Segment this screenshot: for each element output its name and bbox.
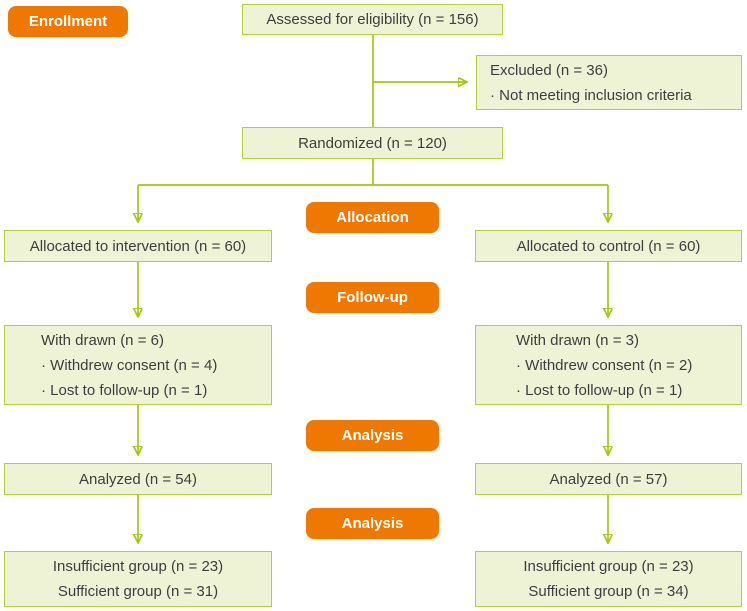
box-text-line: · Lost to follow-up (n = 1) — [516, 381, 683, 399]
stage-badge-label: Analysis — [341, 427, 404, 444]
box-text-line: Insufficient group (n = 23) — [52, 558, 224, 575]
stage-badge-label: Enrollment — [28, 13, 108, 30]
stage-badge-label: Follow-up — [337, 289, 408, 306]
stage-badge-label: Analysis — [341, 515, 404, 532]
connector-randomized-split — [138, 159, 608, 186]
box-assessed-for-eligibility: Assessed for eligibility (n = 156) — [242, 4, 503, 35]
stage-badge-followup: Follow-up — [306, 282, 439, 313]
box-text-line: Allocated to intervention (n = 60) — [29, 237, 247, 255]
box-allocated-intervention: Allocated to intervention (n = 60) — [4, 230, 272, 262]
stage-badge-analysis-1: Analysis — [306, 420, 439, 451]
box-text-line: Analyzed (n = 57) — [549, 470, 668, 488]
box-text-line: Sufficient group (n = 31) — [57, 583, 219, 600]
stage-badge-analysis-2: Analysis — [306, 508, 439, 539]
box-groups-control: Insufficient group (n = 23) Sufficient g… — [475, 551, 742, 607]
box-allocated-control: Allocated to control (n = 60) — [475, 230, 742, 262]
box-text-line: · Lost to follow-up (n = 1) — [41, 381, 208, 399]
box-text-line: Allocated to control (n = 60) — [516, 237, 701, 255]
stage-badge-enrollment: Enrollment — [8, 6, 128, 37]
stage-badge-label: Allocation — [336, 209, 409, 226]
box-text-line: Analyzed (n = 54) — [79, 470, 197, 488]
box-text-line: Sufficient group (n = 34) — [528, 583, 689, 600]
stage-badge-allocation: Allocation — [306, 202, 439, 233]
box-randomized: Randomized (n = 120) — [242, 127, 503, 159]
box-text-line: · Withdrew consent (n = 4) — [41, 356, 218, 374]
box-analyzed-intervention: Analyzed (n = 54) — [4, 463, 272, 495]
box-groups-intervention: Insufficient group (n = 23) Sufficient g… — [4, 551, 272, 607]
box-analyzed-control: Analyzed (n = 57) — [475, 463, 742, 495]
box-excluded: Excluded (n = 36) · Not meeting inclusio… — [476, 55, 742, 110]
box-text-line: Excluded (n = 36) — [490, 61, 608, 79]
box-text-line: · Withdrew consent (n = 2) — [516, 356, 693, 374]
box-text-line: Assessed for eligibility (n = 156) — [266, 11, 479, 28]
box-text-line: With drawn (n = 3) — [516, 331, 639, 349]
box-text-line: With drawn (n = 6) — [41, 331, 164, 349]
box-text-line: Insufficient group (n = 23) — [523, 558, 694, 575]
box-withdrawn-intervention: With drawn (n = 6) · Withdrew consent (n… — [4, 325, 272, 405]
box-text-line: · Not meeting inclusion criteria — [490, 86, 692, 104]
box-withdrawn-control: With drawn (n = 3) · Withdrew consent (n… — [475, 325, 742, 405]
box-text-line: Randomized (n = 120) — [298, 134, 447, 152]
